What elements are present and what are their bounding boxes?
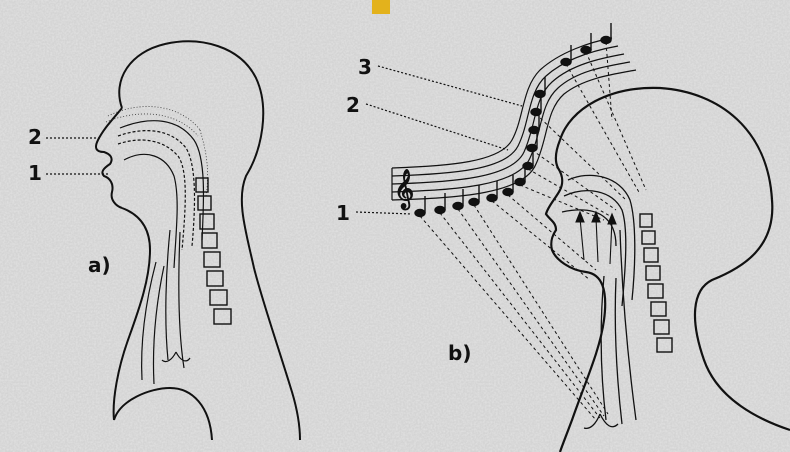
panel-a-label: a): [88, 253, 111, 277]
note: [503, 189, 513, 196]
note: [523, 163, 533, 170]
top-marker-tab: [372, 0, 390, 14]
note: [535, 91, 545, 98]
note: [453, 203, 463, 210]
note: [415, 210, 425, 217]
callout-b1-number: 1: [336, 201, 350, 225]
callout-b3-number: 3: [358, 55, 372, 79]
note: [515, 179, 525, 186]
note: [487, 195, 497, 202]
note: [469, 199, 479, 206]
treble-clef-symbol: 𝄞: [394, 169, 414, 211]
panel-b-label: b): [448, 341, 471, 365]
callout-a2-number: 2: [28, 125, 42, 149]
callout-b2-number: 2: [346, 93, 360, 117]
callout-a1-number: 1: [28, 161, 42, 185]
note: [529, 127, 539, 134]
note: [435, 207, 445, 214]
